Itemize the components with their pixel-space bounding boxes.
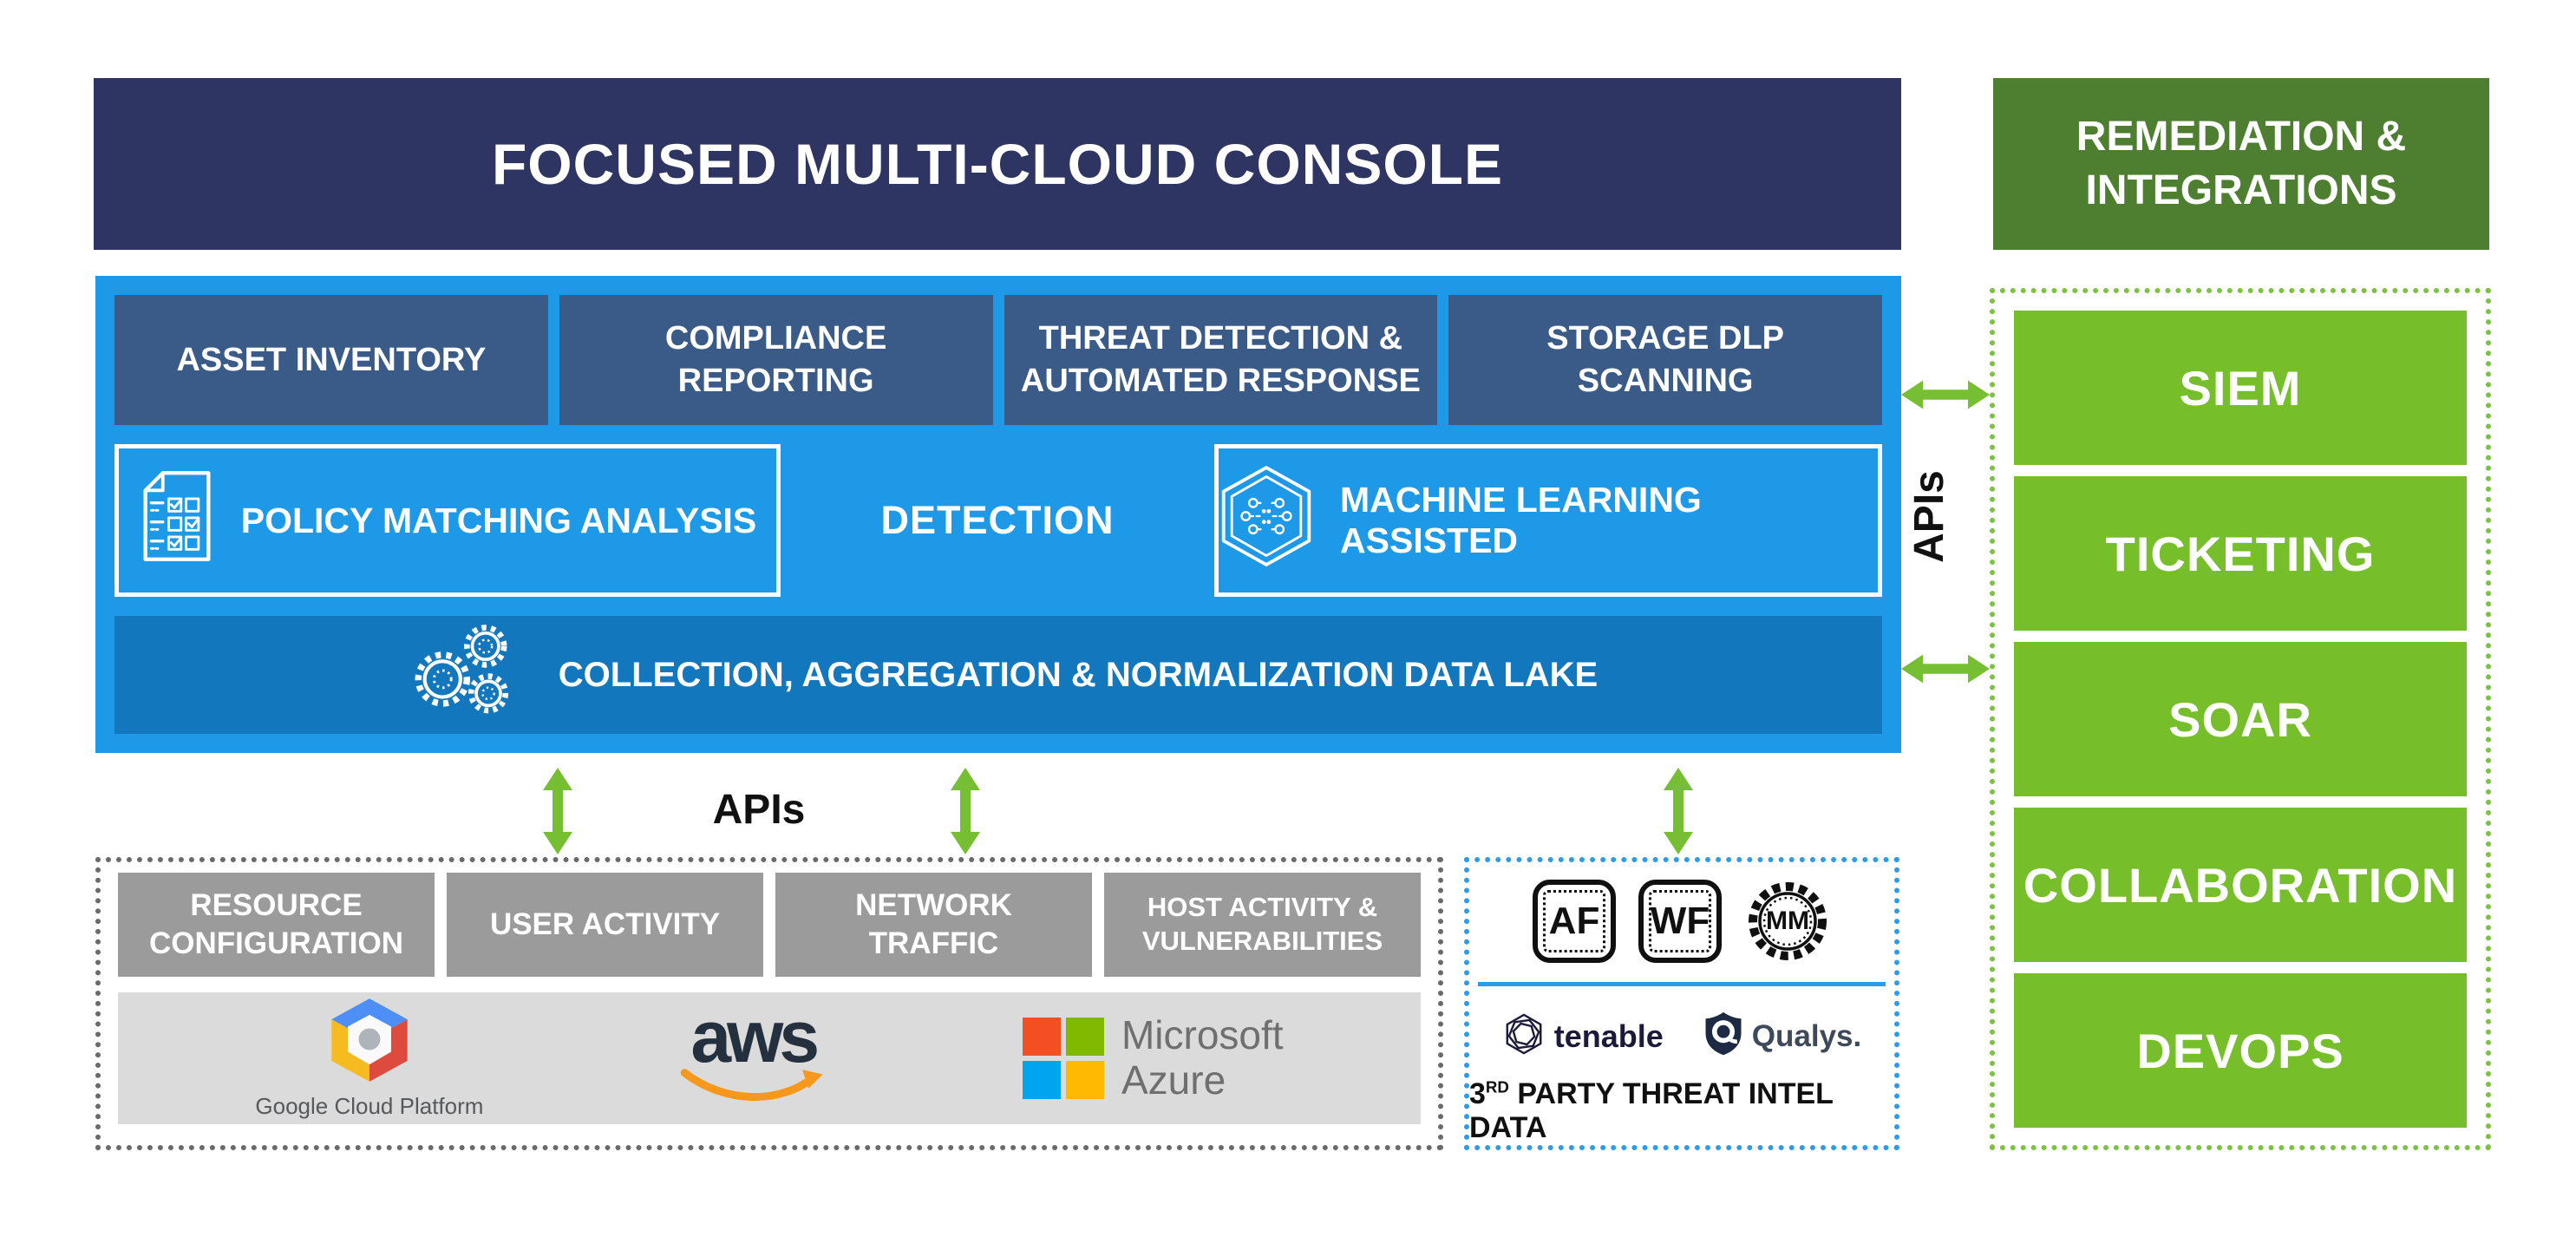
- source-host-activity: HOST ACTIVITY & VULNERABILITIES: [1104, 873, 1421, 977]
- up-down-arrow-icon: [538, 767, 578, 855]
- module-label: ASSET INVENTORY: [176, 341, 487, 378]
- up-down-arrow-icon: [1658, 767, 1698, 855]
- mm-badge-label: MM: [1766, 906, 1809, 935]
- policy-matching-box: POLICY MATCHING ANALYSIS: [114, 444, 781, 597]
- module-threat-detection: THREAT DETECTION & AUTOMATED RESPONSE: [1004, 295, 1438, 425]
- aws-wordmark: aws: [690, 995, 820, 1077]
- module-label: THREAT DETECTION & AUTOMATED RESPONSE: [1020, 320, 1421, 399]
- microsoft-azure-logo: Microsoft Azure: [1022, 1013, 1284, 1103]
- left-right-arrow-icon: [1901, 375, 1990, 415]
- console-banner: FOCUSED MULTI-CLOUD CONSOLE: [94, 78, 1901, 250]
- wf-badge: WF: [1638, 880, 1722, 963]
- cloud-providers-bar: Google Cloud Platform aws Microsoft: [118, 992, 1421, 1124]
- remediation-item-label: DEVOPS: [2136, 1023, 2344, 1078]
- aws-smile-icon: [678, 1068, 827, 1110]
- console-body: ASSET INVENTORY COMPLIANCE REPORTING THR…: [95, 276, 1901, 753]
- detection-label: DETECTION: [880, 498, 1115, 542]
- source-label: NETWORK TRAFFIC: [855, 888, 1012, 960]
- ml-hexagon-brain-icon: [1219, 464, 1314, 577]
- af-badge-label: AF: [1548, 900, 1600, 942]
- apis-bottom-label: APIs: [712, 787, 806, 833]
- mm-gear-badge: MM: [1744, 878, 1831, 965]
- remediation-item-label: SOAR: [2168, 691, 2312, 747]
- tenable-hexagon-icon: [1502, 1012, 1546, 1060]
- gcp-label: Google Cloud Platform: [255, 1093, 484, 1119]
- gear-outline-icon: [1749, 882, 1827, 960]
- third-party-threat-intel-label: 3RD PARTY THREAT INTEL DATA: [1469, 1077, 1894, 1145]
- remediation-item-soar: SOAR: [2014, 642, 2467, 796]
- intel-label-text: PARTY THREAT INTEL DATA: [1469, 1077, 1834, 1144]
- detection-label-area: DETECTION: [781, 444, 1214, 597]
- source-resource-configuration: RESOURCE CONFIGURATION: [118, 873, 435, 977]
- tenable-label: tenable: [1553, 1018, 1664, 1054]
- console-modules-row: ASSET INVENTORY COMPLIANCE REPORTING THR…: [114, 295, 1882, 425]
- remediation-item-ticketing: TICKETING: [2014, 476, 2467, 631]
- data-lake-label: COLLECTION, AGGREGATION & NORMALIZATION …: [558, 655, 1599, 694]
- af-badge: AF: [1533, 880, 1616, 963]
- qualys-logo: Qualys.: [1703, 1011, 1861, 1062]
- gcp-hexagon-icon: [324, 997, 415, 1088]
- qualys-shield-icon: [1703, 1011, 1743, 1062]
- intel-label-number: 3: [1469, 1077, 1486, 1110]
- remediation-item-label: COLLABORATION: [2023, 857, 2458, 913]
- module-asset-inventory: ASSET INVENTORY: [114, 295, 548, 425]
- tenable-logo: tenable: [1502, 1012, 1664, 1060]
- intel-label-ordinal: RD: [1485, 1077, 1509, 1096]
- module-storage-dlp: STORAGE DLP SCANNING: [1448, 295, 1882, 425]
- microsoft-azure-label: Microsoft Azure: [1121, 1013, 1284, 1103]
- detection-row: POLICY MATCHING ANALYSIS DETECTION: [114, 444, 1882, 597]
- gears-icon: [399, 618, 529, 732]
- source-label: USER ACTIVITY: [489, 907, 721, 942]
- remediation-item-siem: SIEM: [2014, 311, 2467, 465]
- wf-badge-dotted-frame: [1649, 890, 1711, 952]
- microsoft-squares-icon: [1022, 1018, 1104, 1099]
- microsoft-label-line2: Azure: [1121, 1057, 1226, 1103]
- aws-logo: aws: [678, 995, 827, 1110]
- source-label: RESOURCE CONFIGURATION: [149, 888, 403, 960]
- up-down-arrow-icon: [945, 767, 985, 855]
- af-badge-dotted-frame: [1543, 890, 1605, 952]
- threat-intel-panel: AF WF MM: [1464, 857, 1899, 1150]
- remediation-item-devops: DEVOPS: [2014, 973, 2467, 1128]
- source-label: HOST ACTIVITY & VULNERABILITIES: [1141, 892, 1383, 956]
- machine-learning-label: MACHINE LEARNING ASSISTED: [1340, 480, 1702, 560]
- remediation-item-collaboration: COLLABORATION: [2014, 808, 2467, 962]
- gcp-logo: Google Cloud Platform: [255, 997, 483, 1120]
- policy-document-icon: [139, 469, 215, 572]
- intel-vendors-row: tenable Qualys.: [1502, 1002, 1861, 1070]
- wf-badge-label: WF: [1650, 900, 1710, 942]
- intel-divider: [1478, 982, 1886, 987]
- apis-right-label-area: APIs: [1870, 438, 1988, 594]
- remediation-item-label: TICKETING: [2105, 526, 2376, 581]
- console-title: FOCUSED MULTI-CLOUD CONSOLE: [491, 132, 1504, 196]
- remediation-item-label: SIEM: [2179, 360, 2302, 416]
- module-label: COMPLIANCE REPORTING: [664, 320, 887, 399]
- module-label: STORAGE DLP SCANNING: [1546, 320, 1785, 399]
- data-lake-bar: COLLECTION, AGGREGATION & NORMALIZATION …: [114, 616, 1882, 734]
- intel-badges-row: AF WF MM: [1533, 878, 1831, 965]
- cloud-sources-panel: RESOURCE CONFIGURATION USER ACTIVITY NET…: [95, 857, 1443, 1150]
- microsoft-label-line1: Microsoft: [1121, 1012, 1284, 1058]
- source-categories-row: RESOURCE CONFIGURATION USER ACTIVITY NET…: [118, 873, 1421, 977]
- apis-right-label: APIs: [1906, 469, 1952, 563]
- module-compliance-reporting: COMPLIANCE REPORTING: [559, 295, 993, 425]
- remediation-header-label: REMEDIATION & INTEGRATIONS: [2076, 113, 2407, 213]
- left-right-arrow-icon: [1901, 649, 1990, 689]
- remediation-panel: SIEM TICKETING SOAR COLLABORATION DEVOPS: [1990, 288, 2491, 1150]
- remediation-header: REMEDIATION & INTEGRATIONS: [1993, 78, 2489, 250]
- source-user-activity: USER ACTIVITY: [447, 873, 763, 977]
- policy-matching-label: POLICY MATCHING ANALYSIS: [240, 500, 757, 540]
- qualys-label: Qualys.: [1751, 1018, 1862, 1053]
- machine-learning-box: MACHINE LEARNING ASSISTED: [1214, 444, 1882, 597]
- source-network-traffic: NETWORK TRAFFIC: [775, 873, 1092, 977]
